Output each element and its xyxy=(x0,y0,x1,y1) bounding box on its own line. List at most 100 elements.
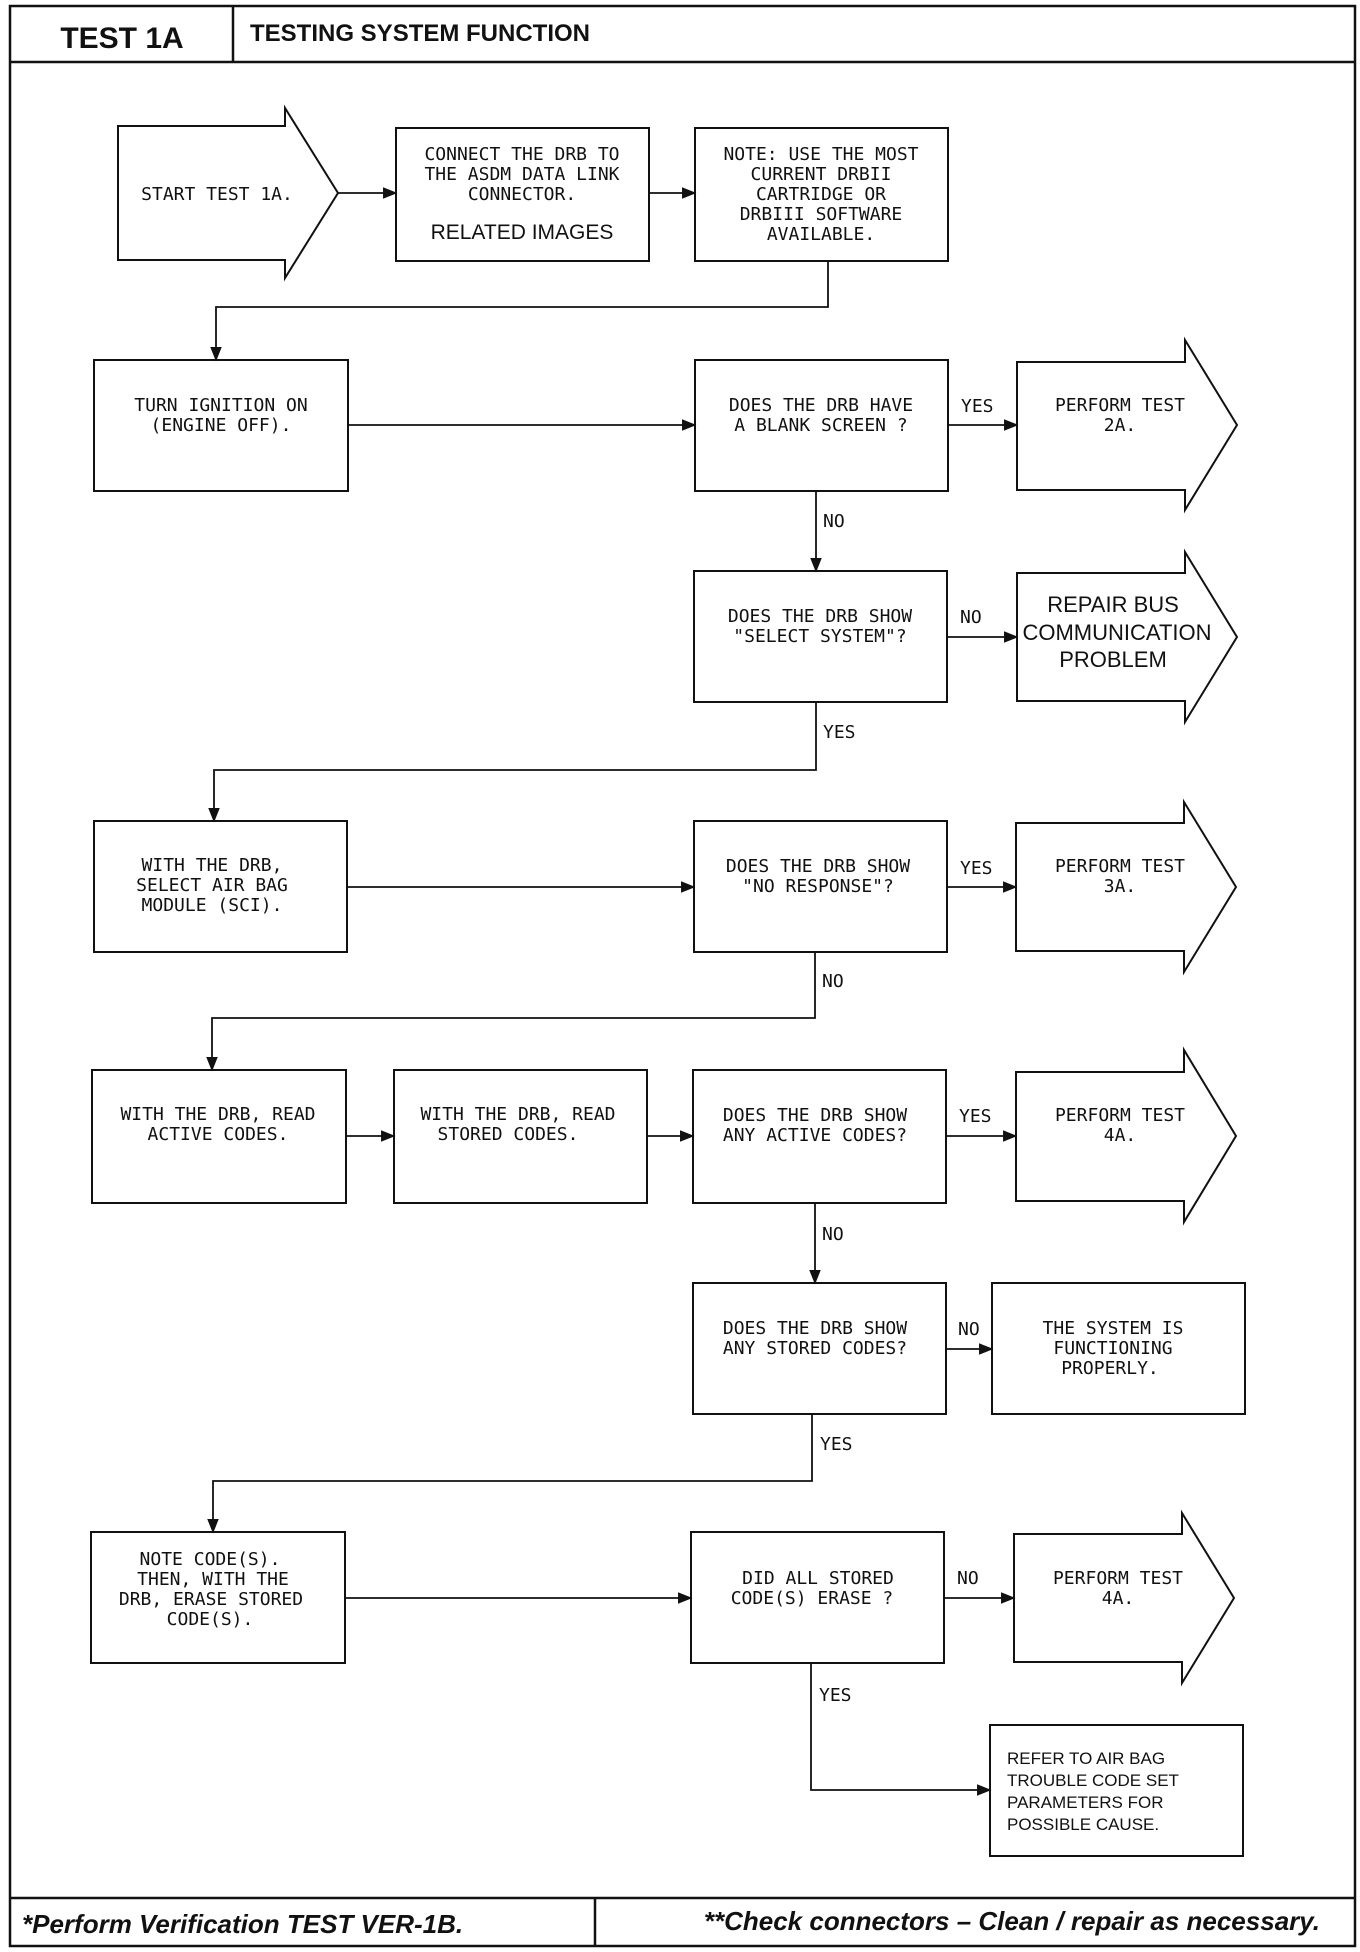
read-stored-codes-box xyxy=(393,1069,648,1204)
codes-erased-decision-text: DID ALL STORED CODE(S) ERASE ? xyxy=(731,1568,894,1609)
label-select-system-no: NO xyxy=(960,607,982,628)
svg-text:SELECT AIR BAG: SELECT AIR BAG xyxy=(136,875,288,896)
perform-test-4a-first-text: PERFORM TEST 4A. xyxy=(1055,1105,1185,1146)
connector-erased-yes xyxy=(810,1663,992,1796)
label-no-response-yes: YES xyxy=(960,858,993,879)
perform-test-2a-arrow-shape xyxy=(1016,336,1239,514)
codes-erased-decision-box xyxy=(690,1531,945,1664)
svg-text:PERFORM TEST: PERFORM TEST xyxy=(1053,1568,1183,1589)
perform-test-4a-second-arrow-shape xyxy=(1013,1509,1236,1687)
svg-text:REPAIR BUS: REPAIR BUS xyxy=(1047,592,1179,617)
perform-test-3a-arrow-shape xyxy=(1015,798,1238,976)
repair-bus-text: REPAIR BUS COMMUNICATION PROBLEM xyxy=(1022,592,1211,672)
footer-connectors-note: **Check connectors – Clean / repair as n… xyxy=(704,1906,1320,1936)
system-functioning-box xyxy=(991,1282,1246,1415)
outer-frame xyxy=(8,4,1357,1948)
label-blank-screen-yes: YES xyxy=(961,396,994,417)
svg-text:WITH THE DRB, READ: WITH THE DRB, READ xyxy=(120,1104,315,1125)
refer-trouble-code-box xyxy=(989,1724,1244,1857)
any-active-codes-decision-text: DOES THE DRB SHOW ANY ACTIVE CODES? xyxy=(723,1105,907,1146)
svg-text:WITH THE DRB, READ: WITH THE DRB, READ xyxy=(420,1104,615,1125)
header-test-id: TEST 1A xyxy=(60,22,183,55)
svg-text:CURRENT DRBII: CURRENT DRBII xyxy=(751,164,892,185)
connector-any-stored-yes xyxy=(207,1414,813,1534)
svg-text:REFER TO AIR BAG: REFER TO AIR BAG xyxy=(1007,1749,1165,1768)
svg-text:(ENGINE OFF).: (ENGINE OFF). xyxy=(151,415,292,436)
svg-text:THEN, WITH THE: THEN, WITH THE xyxy=(137,1569,289,1590)
svg-text:PROPERLY.: PROPERLY. xyxy=(1061,1358,1159,1379)
svg-text:THE SYSTEM IS: THE SYSTEM IS xyxy=(1043,1318,1184,1339)
any-active-codes-decision-box xyxy=(692,1069,947,1204)
svg-text:WITH THE DRB,: WITH THE DRB, xyxy=(142,855,283,876)
svg-text:POSSIBLE CAUSE.: POSSIBLE CAUSE. xyxy=(1007,1815,1159,1834)
system-functioning-text: THE SYSTEM IS FUNCTIONING PROPERLY. xyxy=(1043,1318,1184,1379)
svg-text:DOES THE DRB SHOW: DOES THE DRB SHOW xyxy=(723,1318,907,1339)
svg-text:START TEST 1A.: START TEST 1A. xyxy=(141,184,293,205)
footer-verification-note: *Perform Verification TEST VER-1B. xyxy=(22,1909,463,1939)
connector-no-response-no xyxy=(206,952,816,1072)
read-active-codes-box xyxy=(91,1069,347,1204)
label-erased-yes: YES xyxy=(819,1685,852,1706)
svg-text:DRBIII SOFTWARE: DRBIII SOFTWARE xyxy=(740,204,903,225)
label-erased-no: NO xyxy=(957,1568,979,1589)
note-current-cartridge-text: NOTE: USE THE MOST CURRENT DRBII CARTRID… xyxy=(723,144,918,245)
svg-text:DOES THE DRB SHOW: DOES THE DRB SHOW xyxy=(726,856,910,877)
svg-text:4A.: 4A. xyxy=(1104,1125,1137,1146)
svg-text:DOES THE DRB SHOW: DOES THE DRB SHOW xyxy=(728,606,912,627)
related-images-link[interactable]: RELATED IMAGES xyxy=(431,221,614,244)
svg-text:TURN IGNITION ON: TURN IGNITION ON xyxy=(134,395,307,416)
svg-text:FUNCTIONING: FUNCTIONING xyxy=(1053,1338,1172,1359)
select-airbag-box xyxy=(93,820,348,953)
branch-labels: YES NO NO YES YES NO YES NO NO YES NO YE… xyxy=(819,396,994,1706)
label-any-active-yes: YES xyxy=(959,1106,992,1127)
svg-text:ACTIVE CODES.: ACTIVE CODES. xyxy=(148,1124,289,1145)
refer-trouble-code-text: REFER TO AIR BAG TROUBLE CODE SET PARAME… xyxy=(1007,1749,1179,1834)
label-blank-screen-no: NO xyxy=(823,511,845,532)
connector-select-system-yes xyxy=(208,702,817,823)
label-any-active-no: NO xyxy=(822,1224,844,1245)
svg-text:CONNECT THE DRB TO: CONNECT THE DRB TO xyxy=(424,144,619,165)
svg-text:ANY ACTIVE CODES?: ANY ACTIVE CODES? xyxy=(723,1125,907,1146)
svg-text:MODULE (SCI).: MODULE (SCI). xyxy=(142,895,283,916)
note-erase-codes-text: NOTE CODE(S). THEN, WITH THE DRB, ERASE … xyxy=(119,1549,303,1630)
svg-text:4A.: 4A. xyxy=(1102,1588,1135,1609)
select-airbag-text: WITH THE DRB, SELECT AIR BAG MODULE (SCI… xyxy=(136,855,288,916)
svg-text:PROBLEM: PROBLEM xyxy=(1059,647,1167,672)
flow-connectors xyxy=(206,187,1019,1796)
connector-note-to-ignition xyxy=(210,261,829,362)
svg-text:THE ASDM DATA LINK: THE ASDM DATA LINK xyxy=(424,164,619,185)
svg-text:DOES THE DRB HAVE: DOES THE DRB HAVE xyxy=(729,395,913,416)
svg-text:CONNECTOR.: CONNECTOR. xyxy=(468,184,576,205)
svg-text:CODE(S) ERASE ?: CODE(S) ERASE ? xyxy=(731,1588,894,1609)
any-stored-codes-decision-text: DOES THE DRB SHOW ANY STORED CODES? xyxy=(723,1318,907,1359)
svg-text:PERFORM TEST: PERFORM TEST xyxy=(1055,1105,1185,1126)
note-current-cartridge-box xyxy=(694,127,949,262)
svg-text:PERFORM TEST: PERFORM TEST xyxy=(1055,856,1185,877)
label-any-stored-yes: YES xyxy=(820,1434,853,1455)
label-select-system-yes: YES xyxy=(823,722,856,743)
svg-text:NOTE: USE THE MOST: NOTE: USE THE MOST xyxy=(723,144,918,165)
perform-test-4a-second-text: PERFORM TEST 4A. xyxy=(1053,1568,1183,1609)
start-test-arrow-shape xyxy=(117,104,340,282)
blank-screen-decision-text: DOES THE DRB HAVE A BLANK SCREEN ? xyxy=(729,395,913,436)
svg-text:ANY STORED CODES?: ANY STORED CODES? xyxy=(723,1338,907,1359)
read-stored-codes-text: WITH THE DRB, READ STORED CODES. xyxy=(420,1104,615,1145)
svg-text:A BLANK SCREEN ?: A BLANK SCREEN ? xyxy=(734,415,907,436)
header-title: TESTING SYSTEM FUNCTION xyxy=(250,20,590,47)
svg-text:3A.: 3A. xyxy=(1104,876,1137,897)
any-stored-codes-decision-box xyxy=(692,1282,947,1415)
perform-test-3a-text: PERFORM TEST 3A. xyxy=(1055,856,1185,897)
svg-text:COMMUNICATION: COMMUNICATION xyxy=(1022,620,1211,645)
svg-text:"SELECT SYSTEM"?: "SELECT SYSTEM"? xyxy=(733,626,906,647)
ignition-on-text: TURN IGNITION ON (ENGINE OFF). xyxy=(134,395,307,436)
svg-text:2A.: 2A. xyxy=(1104,415,1137,436)
svg-text:DOES THE DRB SHOW: DOES THE DRB SHOW xyxy=(723,1105,907,1126)
connect-drb-text: CONNECT THE DRB TO THE ASDM DATA LINK CO… xyxy=(424,144,619,205)
svg-text:DRB, ERASE STORED: DRB, ERASE STORED xyxy=(119,1589,303,1610)
select-system-decision-text: DOES THE DRB SHOW "SELECT SYSTEM"? xyxy=(728,606,912,647)
svg-text:AVAILABLE.: AVAILABLE. xyxy=(767,224,875,245)
svg-text:PARAMETERS FOR: PARAMETERS FOR xyxy=(1007,1793,1163,1812)
svg-text:CARTRIDGE OR: CARTRIDGE OR xyxy=(756,184,886,205)
svg-text:PERFORM TEST: PERFORM TEST xyxy=(1055,395,1185,416)
